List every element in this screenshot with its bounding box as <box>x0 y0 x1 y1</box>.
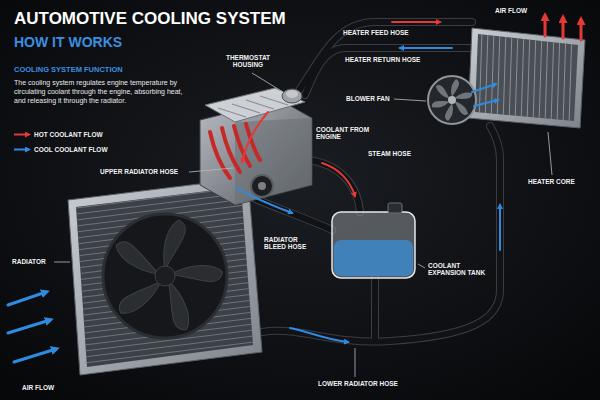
part-label: HEATER RETURN HOSE <box>345 56 420 63</box>
part-label: COOLANT EXPANSION TANK <box>428 262 492 277</box>
part-label: STEAM HOSE <box>368 150 411 157</box>
part-label: THERMOSTAT HOUSING <box>222 54 274 69</box>
part-label: COOLANT FROM ENGINE <box>316 126 370 141</box>
part-label: RADIATOR BLEED HOSE <box>264 236 314 251</box>
flow-label: AIR FLOW <box>495 7 527 14</box>
part-label: UPPER RADIATOR HOSE <box>100 168 178 175</box>
part-label: LOWER RADIATOR HOSE <box>318 380 398 387</box>
part-label: HEATER CORE <box>528 178 575 185</box>
part-label: RADIATOR <box>12 258 46 265</box>
legend-text: COOL COOLANT FLOW <box>34 146 108 153</box>
flow-label: AIR FLOW <box>22 384 54 391</box>
description-text: The cooling system regulates engine temp… <box>14 78 186 105</box>
part-label: BLOWER FAN <box>346 95 390 102</box>
title: AUTOMOTIVE COOLING SYSTEM <box>14 9 286 29</box>
part-label: HEATER FEED HOSE <box>343 29 409 36</box>
subtitle: HOW IT WORKS <box>14 34 122 50</box>
legend-text: HOT COOLANT FLOW <box>34 131 103 138</box>
section-heading: COOLING SYSTEM FUNCTION <box>14 66 123 75</box>
